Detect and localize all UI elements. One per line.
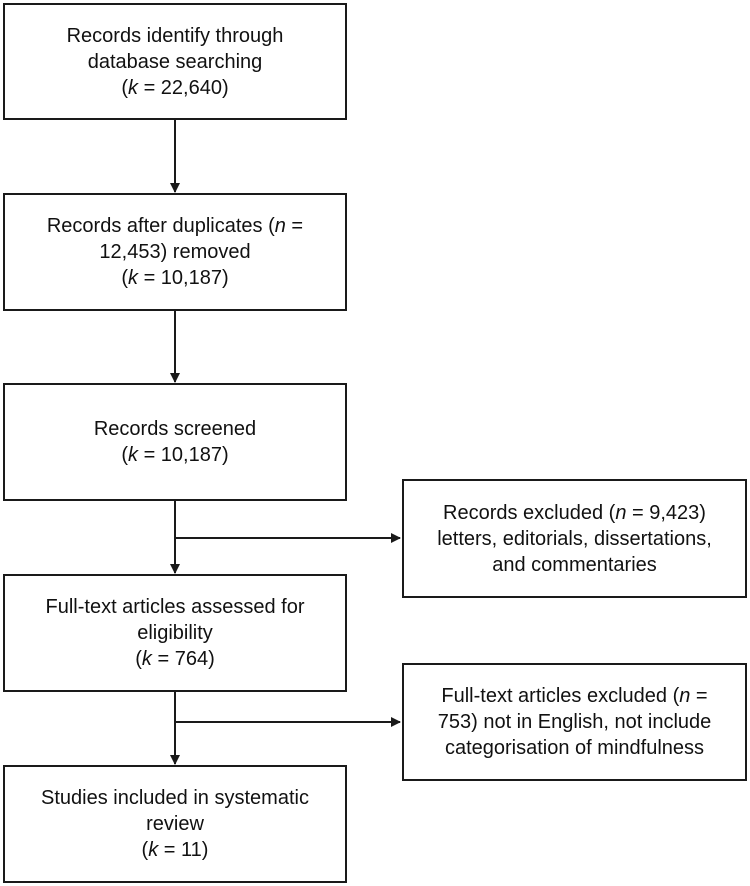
included-line-1: Studies included in systematic bbox=[41, 787, 309, 809]
box-records-excluded: Records excluded (n = 9,423) letters, ed… bbox=[402, 479, 747, 598]
box-records-screened: Records screened (k = 10,187) bbox=[3, 383, 347, 501]
box-records-after-duplicates: Records after duplicates (n = 12,453) re… bbox=[3, 193, 347, 311]
box-studies-included: Studies included in systematic review (k… bbox=[3, 765, 347, 883]
identified-line-2: database searching bbox=[87, 50, 263, 73]
box-records-identified: Records identify through database search… bbox=[3, 3, 347, 120]
included-line-2: review bbox=[146, 813, 204, 835]
fulltext-excluded-line-1: Full-text articles excluded (n = bbox=[441, 685, 708, 707]
duplicates-line-2: 12,453) removed bbox=[99, 241, 251, 263]
box-full-text-excluded: Full-text articles excluded (n = 753) no… bbox=[402, 663, 747, 781]
duplicates-count: (k = 10,187) bbox=[121, 267, 229, 289]
included-count: (k = 11) bbox=[141, 839, 209, 861]
screened-line-1: Records screened bbox=[93, 418, 257, 440]
records-excluded-line-1: Records excluded (n = 9,423) bbox=[443, 501, 706, 524]
identified-count: (k = 22,640) bbox=[121, 76, 229, 99]
records-excluded-line-3: and commentaries bbox=[492, 553, 657, 576]
assessed-count: (k = 764) bbox=[135, 648, 215, 670]
duplicates-line-1: Records after duplicates (n = bbox=[46, 215, 304, 237]
identified-line-1: Records identify through bbox=[66, 24, 284, 47]
fulltext-excluded-line-2: 753) not in English, not include bbox=[437, 711, 712, 733]
assessed-line-2: eligibility bbox=[137, 622, 213, 644]
fulltext-excluded-line-3: categorisation of mindfulness bbox=[444, 737, 705, 759]
box-full-text-assessed: Full-text articles assessed for eligibil… bbox=[3, 574, 347, 692]
screened-count: (k = 10,187) bbox=[121, 444, 229, 466]
assessed-line-1: Full-text articles assessed for bbox=[45, 596, 305, 618]
records-excluded-line-2: letters, editorials, dissertations, bbox=[437, 527, 712, 550]
